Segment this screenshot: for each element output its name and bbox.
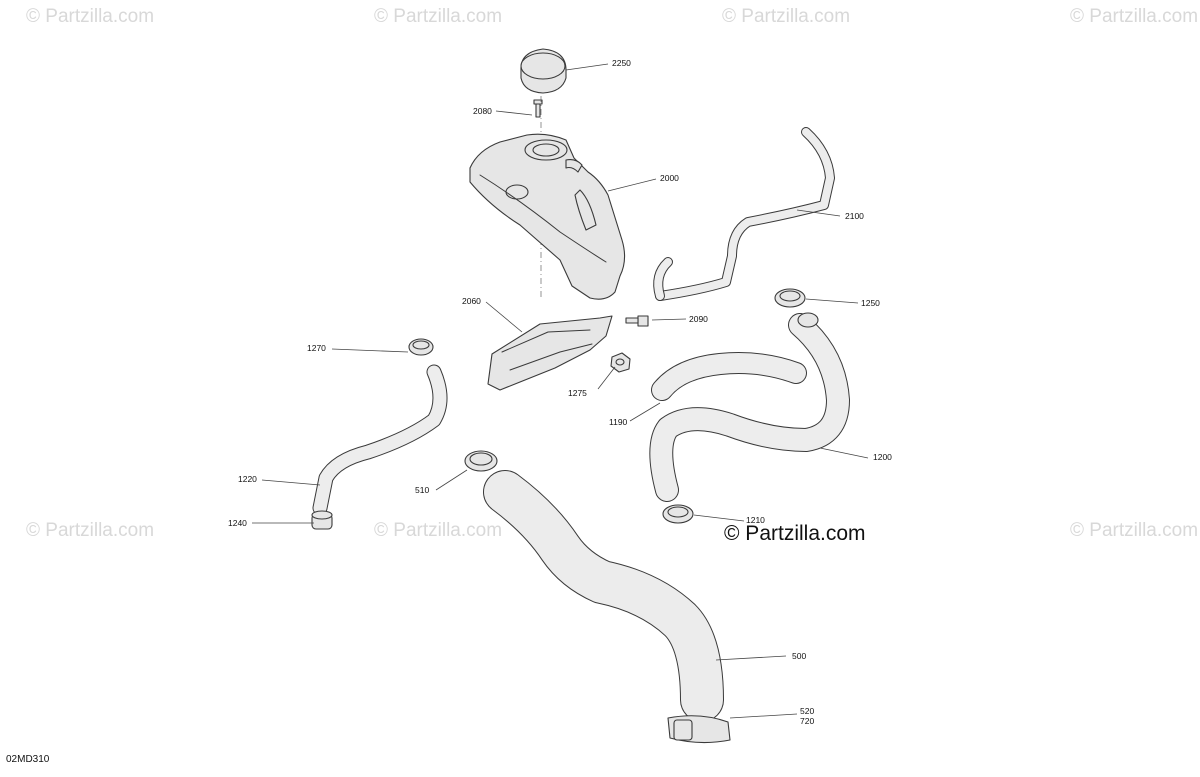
callout-1275: 1275 <box>568 388 587 398</box>
callout-720: 720 <box>800 716 814 726</box>
diagram-code: 02MD310 <box>6 754 50 765</box>
callout-520: 520 <box>800 706 814 716</box>
callout-1190: 1190 <box>609 417 628 427</box>
callout-2100: 2100 <box>845 211 864 221</box>
vent-hose[interactable] <box>653 127 835 301</box>
callout-1240: 1240 <box>228 518 247 528</box>
hose-clamp-left[interactable] <box>408 338 434 356</box>
main-coolant-hose[interactable] <box>483 470 724 722</box>
callout-500: 500 <box>792 651 806 661</box>
watermark-text: © Partzilla.com <box>374 520 502 541</box>
callout-1200: 1200 <box>873 452 892 462</box>
watermark-layer: © Partzilla.com © Partzilla.com © Partzi… <box>26 6 1198 541</box>
radiator-hose-upper[interactable] <box>649 312 850 502</box>
watermark-text: © Partzilla.com <box>1070 6 1198 27</box>
coolant-reservoir[interactable] <box>469 133 626 300</box>
callout-1250: 1250 <box>861 298 880 308</box>
hose-clamp-upper[interactable] <box>774 288 806 308</box>
bracket-bolt[interactable] <box>625 315 649 327</box>
watermark-text: © Partzilla.com <box>26 6 154 27</box>
bracket-nut[interactable] <box>610 352 631 373</box>
watermark-text: © Partzilla.com <box>1070 520 1198 541</box>
callout-2000: 2000 <box>660 173 679 183</box>
leader-lines <box>252 63 869 719</box>
callout-1270: 1270 <box>307 343 326 353</box>
callout-1210: 1210 <box>746 515 765 525</box>
partzilla-brand-text: © Partzilla.com <box>724 522 866 545</box>
callout-510: 510 <box>415 485 429 495</box>
callout-2060: 2060 <box>462 296 481 306</box>
watermark-text: © Partzilla.com <box>374 6 502 27</box>
hose-clamp-lower-left[interactable] <box>311 510 333 530</box>
reservoir-bracket[interactable] <box>487 315 613 391</box>
callout-2090: 2090 <box>689 314 708 324</box>
callout-2080: 2080 <box>473 106 492 116</box>
watermark-text: © Partzilla.com <box>26 520 154 541</box>
hose-clamp-main[interactable] <box>464 450 498 472</box>
bypass-hose[interactable] <box>312 364 448 516</box>
hose-clamp-bottom[interactable] <box>667 715 731 744</box>
callout-1220: 1220 <box>238 474 257 484</box>
callout-labels: 2250 2080 2000 2100 2060 2090 1250 1270 … <box>228 58 892 726</box>
cap-screw[interactable] <box>533 99 543 118</box>
reservoir-cap[interactable] <box>520 48 567 94</box>
hose-clamp-right[interactable] <box>662 504 694 524</box>
watermark-text: © Partzilla.com <box>722 6 850 27</box>
callout-2250: 2250 <box>612 58 631 68</box>
